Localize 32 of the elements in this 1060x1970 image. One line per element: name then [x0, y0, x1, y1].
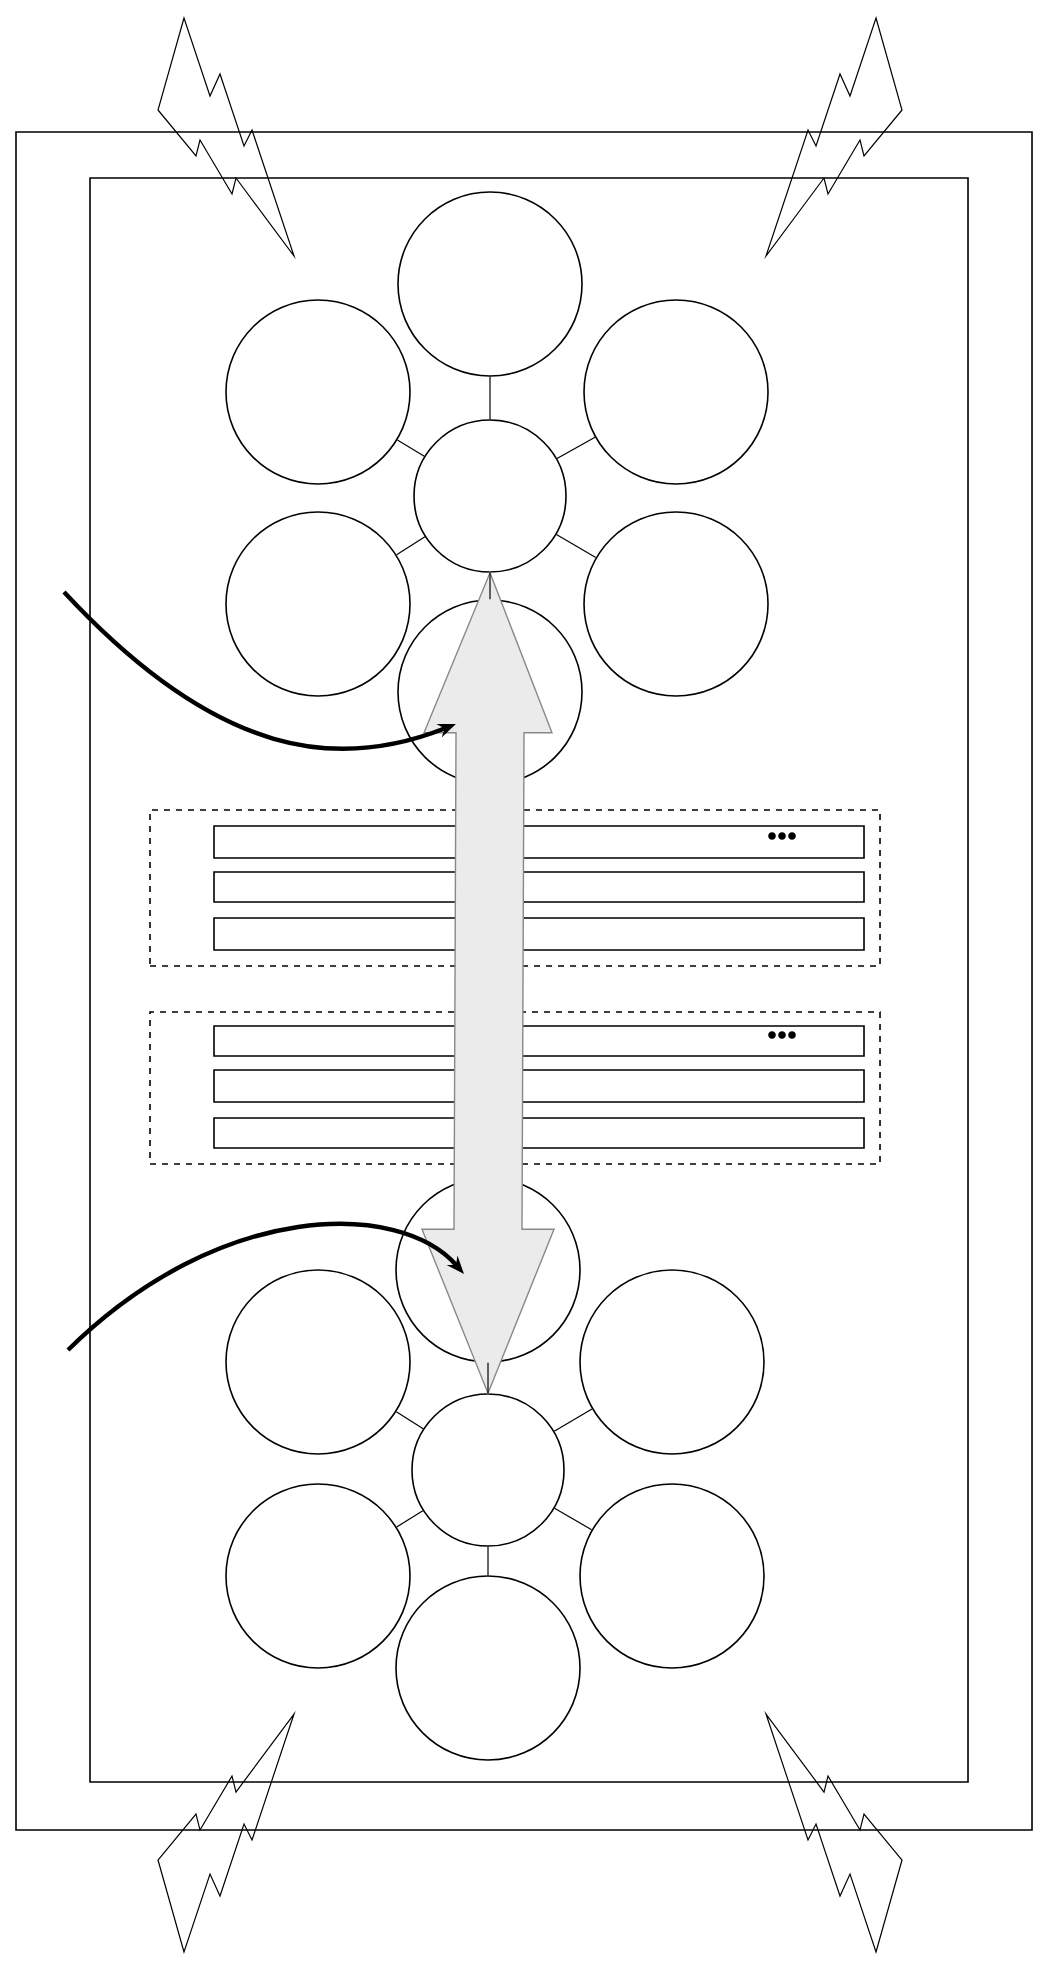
connector-line	[487, 1546, 489, 1576]
bar-node	[213, 1117, 865, 1149]
bar-node	[213, 1069, 865, 1103]
bar-node	[213, 871, 865, 903]
connector-line	[489, 572, 491, 600]
connector-line	[487, 1362, 489, 1394]
connector-line	[489, 376, 491, 420]
connector-line	[396, 1510, 424, 1528]
bar-node	[213, 917, 865, 951]
circle-node	[411, 1393, 565, 1547]
circle-node	[413, 419, 567, 573]
circle-node	[395, 1575, 581, 1761]
dashed-box	[149, 809, 881, 967]
connector-line	[553, 1408, 593, 1432]
circle-node	[583, 511, 769, 697]
circle-node	[583, 299, 769, 485]
circle-node	[225, 299, 411, 485]
circle-node	[579, 1483, 765, 1669]
circle-node	[579, 1269, 765, 1455]
frame-box	[15, 131, 1033, 1831]
connector-line	[396, 439, 425, 457]
circle-node	[397, 191, 583, 377]
circle-node	[225, 511, 411, 697]
connector-line	[555, 533, 597, 558]
connector-line	[553, 1507, 593, 1531]
connector-line	[556, 436, 596, 460]
connector-line	[395, 1411, 424, 1430]
connector-line	[396, 536, 426, 556]
frame-box	[89, 177, 969, 1783]
circle-node	[225, 1269, 411, 1455]
circle-node	[225, 1483, 411, 1669]
dashed-box	[149, 1011, 881, 1165]
